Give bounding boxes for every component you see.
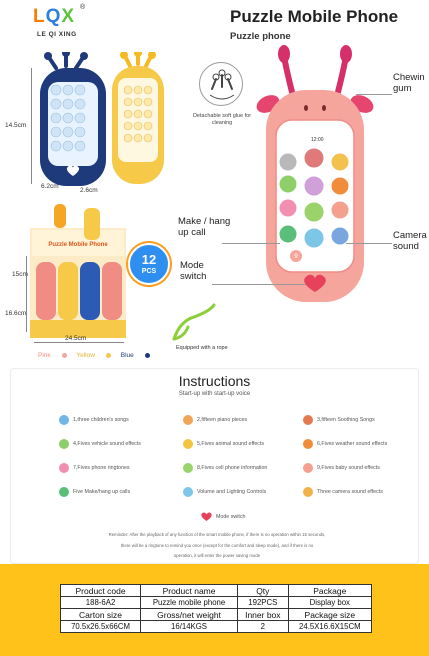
registered-mark: ® — [80, 4, 86, 11]
feature-animal-sounds: 5,Fives animal sound effects — [183, 439, 264, 449]
table-row: Carton size Gross/net weight Inner box P… — [59, 608, 373, 621]
table-cell: Display box — [287, 596, 373, 609]
height-dimension: 14.5cm — [5, 122, 27, 129]
callout-camera-sound-line — [346, 243, 392, 244]
animal-icon — [183, 439, 193, 449]
box-height-dimension: 15cm — [12, 271, 28, 278]
table-cell: 192PCS — [236, 596, 289, 609]
color-option-blue: Blue — [121, 352, 150, 359]
table-cell: Puzzle mobile phone — [140, 596, 238, 609]
brand-logo: LQX ® LE QI XING — [33, 4, 103, 46]
depth-dimension: 2.6cm — [80, 187, 98, 194]
table-row: 70.5x26.5x66CM 16/14KGS 2 24.5X16.6X15CM — [59, 620, 373, 633]
small-phone-buttons — [50, 84, 153, 152]
page-title: Puzzle Mobile Phone — [230, 7, 399, 26]
table-header-cell: Qty — [236, 584, 289, 597]
box-total-height-dimension: 16.6cm — [5, 310, 27, 317]
feature-soothing-songs: 3,fifteen Soothing Songs — [303, 415, 375, 425]
table-cell: 16/14KGS — [140, 620, 238, 633]
color-option-yellow: Yellow — [76, 352, 111, 359]
instructions-subtitle: Start-up with start-up voice — [178, 391, 251, 397]
ringtone-icon — [59, 463, 69, 473]
phone-screen-time: 12:00 — [311, 137, 324, 143]
feature-phone-ringtones: 7,Fives phone ringtones — [59, 463, 130, 473]
callout-chewing-gum-line — [356, 94, 392, 95]
instructions-card: Instructions Start-up with start-up voic… — [10, 368, 419, 564]
pink-phone-image: 9 — [256, 45, 374, 302]
reminder-note: Reminder: After the playback of any func… — [108, 532, 326, 559]
spec-section: Product code Product name Qty Package 18… — [0, 564, 429, 656]
width-dimension: 6.2cm — [41, 183, 59, 190]
box-width-dimension-line — [34, 342, 124, 343]
song-icon — [59, 415, 69, 425]
yellow-swatch — [105, 352, 111, 358]
table-cell: 2 — [236, 620, 289, 633]
baby-icon — [303, 463, 313, 473]
table-row: 188-6A2 Puzzle mobile phone 192PCS Displ… — [59, 596, 373, 609]
display-box-image: Puzzle Mobile Phone — [30, 204, 126, 338]
spec-table: Product code Product name Qty Package 18… — [59, 584, 373, 633]
feature-baby-sounds: 9,Fives baby sound effects — [303, 463, 380, 473]
rope-note: Equipped with a rope — [176, 345, 228, 351]
table-header-cell: Gross/net weight — [140, 608, 238, 621]
feature-make-hang-calls: Five Make/hang up calls — [59, 487, 130, 497]
feature-weather-sounds: 6,Fives weather sound effects — [303, 439, 387, 449]
callout-make-hang-up-line — [222, 243, 280, 244]
table-header-cell: Inner box — [236, 608, 289, 621]
detach-glue-icon — [209, 69, 235, 100]
feature-cell-phone-info: 8,Fives cell phone information — [183, 463, 267, 473]
svg-text:9: 9 — [294, 254, 298, 260]
feature-mode-switch: Mode switch — [201, 512, 245, 521]
table-header-cell: Product code — [59, 584, 142, 597]
detach-glue-circle — [199, 62, 243, 106]
weather-icon — [303, 439, 313, 449]
table-cell: 70.5x26.5x66CM — [59, 620, 142, 633]
brand-logo-mark: LQX — [33, 6, 76, 27]
heart-icon — [201, 512, 212, 521]
table-cell: 188-6A2 — [59, 596, 142, 609]
box-height-dimension-line — [26, 256, 27, 332]
rope-image — [172, 303, 216, 341]
feature-children-songs: 1,three children's songs — [59, 415, 129, 425]
color-option-pink: Pink — [38, 352, 67, 359]
page-subtitle: Puzzle phone — [230, 31, 291, 42]
table-header-cell: Package — [287, 584, 373, 597]
info-icon — [183, 463, 193, 473]
brand-name: LE QI XING — [37, 31, 77, 38]
table-header-cell: Product name — [140, 584, 238, 597]
table-row: Product code Product name Qty Package — [59, 584, 373, 597]
callout-mode-switch-line — [212, 284, 306, 285]
blue-swatch — [144, 352, 150, 358]
table-header-cell: Carton size — [59, 608, 142, 621]
instructions-title: Instructions — [178, 373, 251, 389]
phone-call-icon — [59, 487, 69, 497]
svg-text:Puzzle Mobile Phone: Puzzle Mobile Phone — [48, 242, 108, 248]
box-width-dimension: 24.5cm — [65, 335, 87, 342]
volume-icon — [183, 487, 193, 497]
detach-glue-note: Detachable soft glue for cleaning — [192, 113, 252, 127]
table-cell: 24.5X16.6X15CM — [287, 620, 373, 633]
pack-quantity-badge: 12 PCS — [128, 243, 170, 285]
soothing-icon — [303, 415, 313, 425]
color-options: Pink Yellow Blue — [38, 352, 158, 359]
height-dimension-line — [31, 68, 32, 184]
vehicle-icon — [59, 439, 69, 449]
feature-volume-lighting: Volume and Lighting Controls — [183, 487, 266, 497]
camera-icon — [303, 487, 313, 497]
piano-icon — [183, 415, 193, 425]
feature-camera-sounds: Three camera sound effects — [303, 487, 383, 497]
feature-vehicle-sounds: 4,Fives vehicle sound effects — [59, 439, 141, 449]
table-header-cell: Package size — [287, 608, 373, 621]
feature-piano-pieces: 2,fifteen piano pieces — [183, 415, 247, 425]
pink-swatch — [61, 352, 67, 358]
